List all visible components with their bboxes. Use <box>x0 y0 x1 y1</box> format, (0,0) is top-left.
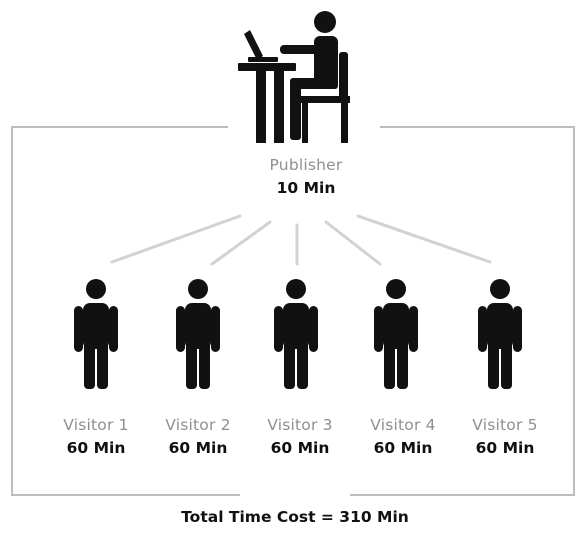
chair-leg-right <box>341 100 348 143</box>
publisher-head <box>314 11 336 33</box>
connector-line-visitor-2 <box>210 220 272 266</box>
visitor-4-role-label: Visitor 4 <box>370 416 436 434</box>
visitor-figures <box>74 279 522 389</box>
visitor-3-time-label: 60 Min <box>270 439 330 457</box>
publisher-thigh <box>290 78 338 89</box>
connector-line-visitor-4 <box>324 220 382 266</box>
chair-leg-left <box>302 100 308 143</box>
total-time-cost-label: Total Time Cost = 310 Min <box>181 508 409 526</box>
visitor-4-person-icon <box>374 279 418 389</box>
visitor-3-role-label: Visitor 3 <box>267 416 333 434</box>
visitor-5-role-label: Visitor 5 <box>472 416 538 434</box>
visitor-2-role-label: Visitor 2 <box>165 416 231 434</box>
connector-line-visitor-1 <box>110 214 242 264</box>
laptop-screen <box>244 30 263 60</box>
frame-border-right <box>350 126 575 496</box>
publisher-shin <box>290 84 301 140</box>
chair-back <box>339 52 348 102</box>
visitor-4-time-label: 60 Min <box>373 439 433 457</box>
frame-border-left <box>11 126 240 496</box>
desk-leg-right <box>274 71 284 143</box>
visitor-1-person-icon <box>74 279 118 389</box>
publisher-role-label: Publisher <box>269 156 343 174</box>
visitor-1-time-label: 60 Min <box>66 439 126 457</box>
publisher-arm <box>280 45 324 54</box>
publisher-at-desk-icon <box>238 11 350 143</box>
connector-lines <box>110 214 492 266</box>
connector-line-visitor-5 <box>356 214 492 264</box>
visitor-5-time-label: 60 Min <box>475 439 535 457</box>
visitor-1-role-label: Visitor 1 <box>63 416 129 434</box>
desk-top <box>238 63 296 71</box>
chair-seat <box>300 96 350 103</box>
visitor-2-person-icon <box>176 279 220 389</box>
visitor-3-person-icon <box>274 279 318 389</box>
desk-leg-left <box>256 71 266 143</box>
laptop-base <box>248 57 278 62</box>
visitor-2-time-label: 60 Min <box>168 439 228 457</box>
visitor-5-person-icon <box>478 279 522 389</box>
publisher-time-label: 10 Min <box>276 179 336 197</box>
